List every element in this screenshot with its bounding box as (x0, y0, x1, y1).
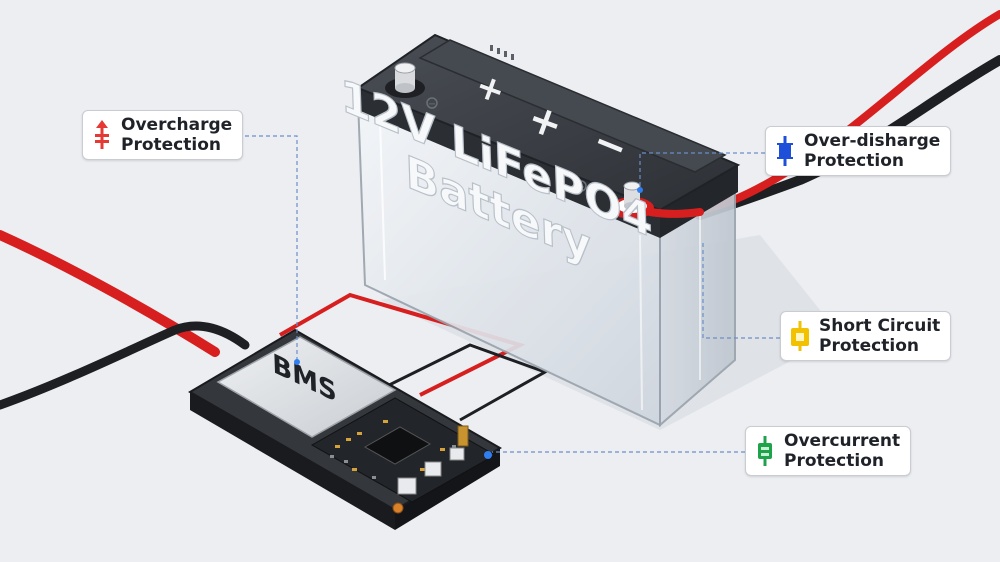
bms-blue-led (484, 451, 492, 459)
bms-component-white-1 (397, 477, 417, 495)
svg-text:+: + (577, 182, 585, 193)
battery-lid-top (355, 33, 741, 212)
callout-overcurrent: Overcurrent Protection (745, 426, 912, 476)
bms-board: BMS (188, 328, 502, 530)
bms-component-white-3 (449, 447, 465, 461)
negative-terminal (385, 62, 425, 98)
battery: − + + + − 12V LiFePO4 Battery (339, 33, 741, 428)
left-black-wire (0, 321, 250, 410)
short-circuit-icon (789, 319, 811, 353)
short-circuit-line2: Protection (819, 336, 919, 356)
overdischarge-line1: Over-disharge (804, 131, 941, 151)
bms-label-sticker (216, 336, 397, 438)
left-red-wire (0, 230, 220, 357)
svg-text:−: − (428, 99, 436, 110)
leader-lines (245, 135, 780, 453)
bms-component-white-2 (424, 461, 442, 477)
callout-short-circuit: Short Circuit Protection (780, 311, 952, 361)
overcharge-line1: Overcharge (121, 115, 233, 135)
overcharge-icon (91, 118, 113, 152)
leader-short-circuit (702, 240, 780, 339)
bms-red-sense-wire (279, 292, 526, 397)
overcurrent-icon (754, 434, 776, 468)
overcharge-line2: Protection (121, 135, 221, 155)
leader-overdischarge (639, 152, 765, 188)
bms-main-chip (363, 426, 432, 465)
overcurrent-line1: Overcurrent (784, 431, 901, 451)
callout-overcharge: Overcharge Protection (82, 110, 244, 160)
short-circuit-line1: Short Circuit (819, 316, 941, 336)
overdischarge-line2: Protection (804, 151, 904, 171)
leader-overcharge (245, 135, 298, 360)
callout-overdischarge: Over-disharge Protection (765, 126, 952, 176)
bms-gold-connector (457, 425, 469, 447)
battery-lid-side (660, 165, 738, 238)
overdischarge-icon (774, 134, 796, 168)
overcurrent-line2: Protection (784, 451, 884, 471)
bms-black-sense-wire (374, 343, 549, 422)
battery-lid-front (358, 88, 660, 238)
